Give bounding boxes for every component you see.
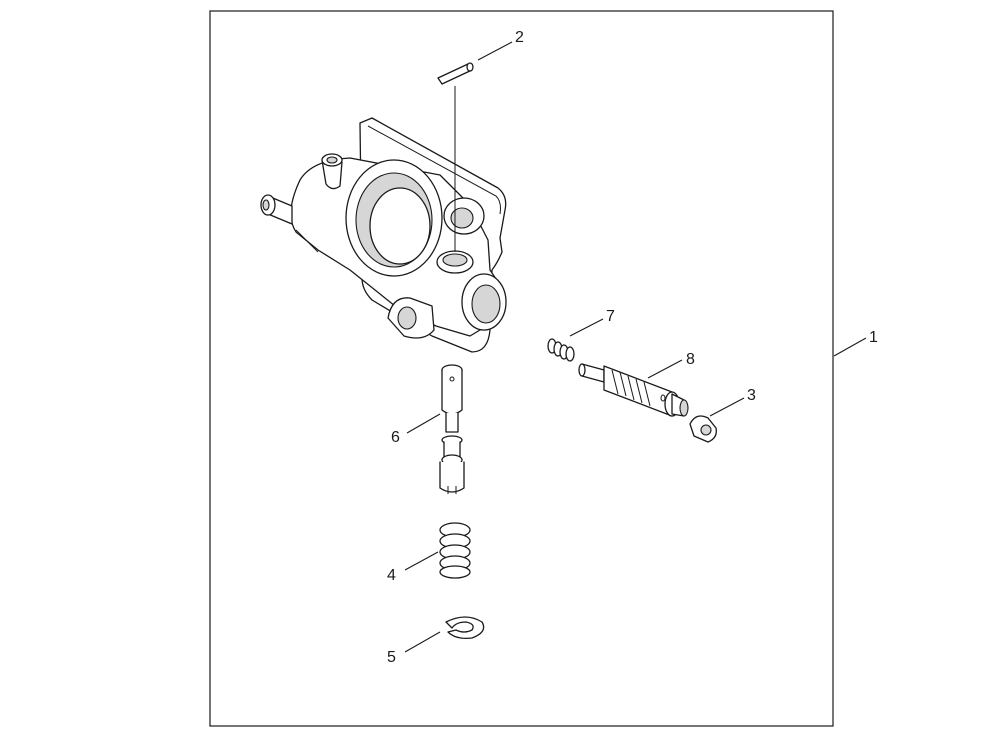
callout-5: 5 (387, 649, 396, 666)
leader-line-3 (709, 397, 745, 417)
small-spring (547, 338, 575, 362)
cap (689, 415, 717, 443)
leader-line-4 (404, 551, 439, 571)
leader-line-8 (647, 359, 683, 379)
e-clip (445, 616, 485, 640)
leader-line-5 (404, 631, 441, 653)
callout-2: 2 (515, 29, 524, 46)
worm-shaft (578, 363, 689, 417)
leader-line-1 (833, 337, 867, 357)
leader-line-6 (406, 413, 441, 434)
plunger (439, 364, 465, 494)
leader-line-2 (477, 41, 513, 61)
callout-8: 8 (686, 351, 695, 368)
diagram-frame (209, 10, 834, 727)
callout-4: 4 (387, 567, 396, 584)
callout-6: 6 (391, 429, 400, 446)
pump-housing (260, 117, 507, 353)
callout-3: 3 (747, 387, 756, 404)
spring (439, 522, 471, 579)
leader-line-7 (569, 318, 604, 337)
pin (437, 62, 474, 252)
callout-1: 1 (869, 329, 878, 346)
callout-7: 7 (606, 308, 615, 325)
